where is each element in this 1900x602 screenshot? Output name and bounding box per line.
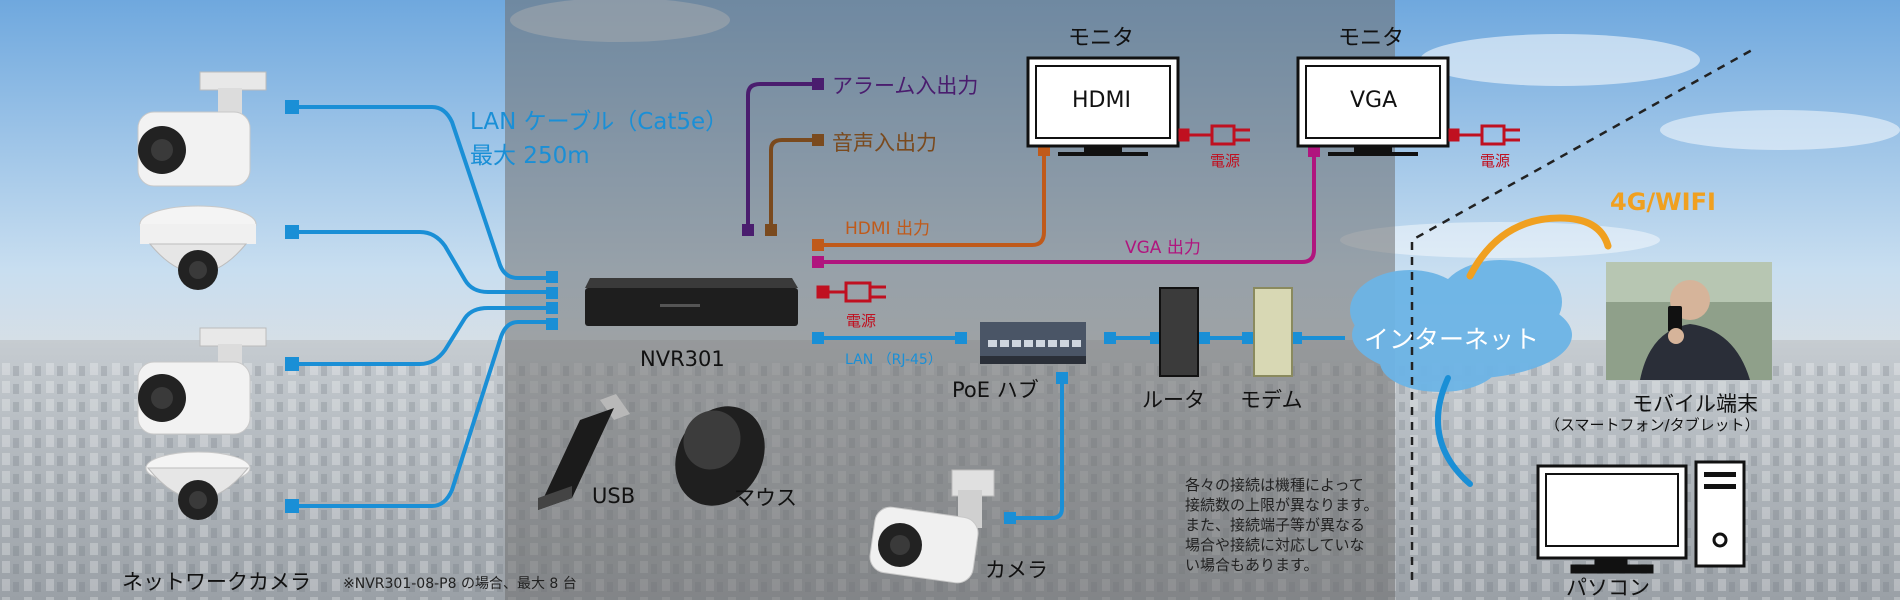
monitor1-power-label: 電源 bbox=[1210, 152, 1241, 170]
audio-label: 音声入出力 bbox=[832, 131, 937, 155]
modem-label: モデム bbox=[1240, 388, 1303, 412]
router-device bbox=[1159, 287, 1199, 377]
camera-dome-1 bbox=[139, 205, 257, 290]
alarm-connector bbox=[812, 78, 824, 90]
mobile-sublabel: （スマートフォン/タブレット） bbox=[1545, 416, 1760, 434]
camera-bullet-2 bbox=[137, 327, 267, 435]
pc-device bbox=[1536, 460, 1746, 574]
pc-label: パソコン bbox=[1566, 576, 1650, 600]
wireless-arc bbox=[1466, 214, 1612, 280]
usb-label: USB bbox=[592, 484, 636, 508]
poe-hub-device bbox=[980, 322, 1086, 364]
router-label: ルータ bbox=[1142, 388, 1205, 412]
audio-wire bbox=[769, 138, 818, 228]
connection-note: 各々の接続は機種によって 接続数の上限が異なります。 また、接続端子等が異なる … bbox=[1185, 476, 1379, 574]
lan-cable-label-line1: LAN ケーブル（Cat5e） bbox=[470, 109, 729, 135]
vga-port bbox=[812, 256, 824, 268]
camera-bullet-1 bbox=[137, 71, 267, 187]
camera-label: カメラ bbox=[985, 558, 1048, 582]
usb-stick bbox=[538, 394, 630, 510]
lan-rj45-label: LAN （RJ-45） bbox=[845, 352, 942, 368]
poe-camera bbox=[869, 469, 995, 584]
monitor2-title: モニタ bbox=[1338, 26, 1405, 51]
mobile-label: モバイル端末 bbox=[1632, 392, 1758, 416]
mouse bbox=[675, 406, 765, 506]
camera-lan-ends bbox=[285, 100, 558, 513]
nvr-label: NVR301 bbox=[640, 347, 725, 371]
vga-wire bbox=[818, 152, 1316, 264]
alarm-port bbox=[742, 224, 754, 236]
hdmi-wire bbox=[818, 150, 1046, 247]
hdmi-out-label: HDMI 出力 bbox=[845, 219, 930, 239]
lan-cable-label-line2: 最大 250m bbox=[470, 143, 590, 169]
audio-port bbox=[765, 224, 777, 236]
alarm-wire bbox=[746, 82, 818, 228]
nvr-power-plug bbox=[816, 281, 886, 303]
monitor-hdmi bbox=[1026, 56, 1180, 156]
internet-label: インターネット bbox=[1364, 325, 1540, 354]
mobile-photo bbox=[1606, 262, 1772, 380]
mouse-label: マウス bbox=[734, 486, 797, 510]
monitor1-power-plug bbox=[1178, 124, 1250, 146]
audio-connector bbox=[812, 134, 824, 146]
vga-out-label: VGA 出力 bbox=[1125, 238, 1201, 258]
poe-hub-label: PoE ハブ bbox=[952, 378, 1039, 402]
wireless-label: 4G/WIFI bbox=[1610, 188, 1716, 216]
monitor2-power-plug bbox=[1448, 124, 1520, 146]
monitor1-screen-label: HDMI bbox=[1072, 88, 1131, 113]
poe-camera-wire bbox=[1010, 378, 1064, 520]
alarm-label: アラーム入出力 bbox=[832, 74, 979, 98]
monitor2-power-label: 電源 bbox=[1480, 152, 1511, 170]
modem-device bbox=[1253, 287, 1293, 377]
internet-cloud bbox=[1350, 260, 1572, 392]
nvr-device bbox=[585, 278, 798, 326]
monitor1-title: モニタ bbox=[1068, 26, 1135, 51]
network-camera-note: ※NVR301-08-P8 の場合、最大 8 台 bbox=[343, 576, 577, 592]
lan-chain bbox=[1104, 332, 1345, 344]
camera-dome-2 bbox=[145, 451, 251, 520]
hdmi-port bbox=[812, 239, 824, 251]
camera-lan-wires bbox=[292, 105, 548, 508]
monitor2-screen-label: VGA bbox=[1350, 88, 1398, 113]
network-camera-label: ネットワークカメラ bbox=[122, 570, 311, 594]
pc-arc bbox=[1435, 375, 1473, 487]
vga-monitor-port bbox=[1308, 145, 1320, 157]
monitor-vga bbox=[1296, 56, 1450, 156]
nvr-power-label: 電源 bbox=[846, 312, 877, 330]
